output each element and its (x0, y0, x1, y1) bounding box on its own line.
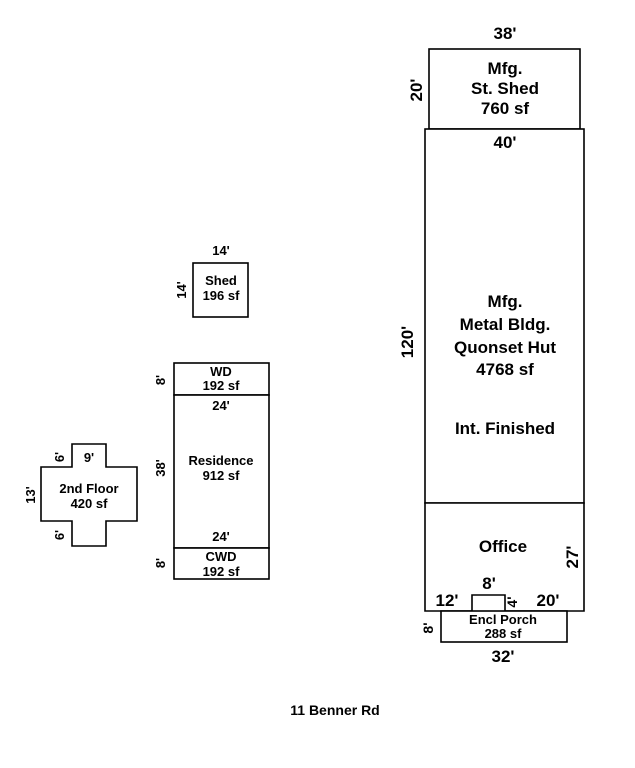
cwd-area: 192 sf (203, 564, 241, 579)
porch-area: 288 sf (485, 626, 523, 641)
shed-depth-label: 14' (174, 281, 189, 299)
quonset-note: Int. Finished (455, 419, 555, 438)
residence-top-width-label: 24' (212, 398, 230, 413)
residence-outline (173, 394, 270, 549)
quonset-width-label: 40' (494, 133, 517, 152)
second-floor-outline (40, 443, 138, 547)
cwd-depth-label: 8' (153, 558, 168, 568)
st-shed-width-label: 38' (494, 24, 517, 43)
second-floor-top-depth-label: 6' (52, 452, 67, 462)
shed-area: 196 sf (203, 288, 241, 303)
shed-outline (192, 262, 249, 318)
st-shed-area: 760 sf (481, 99, 530, 118)
wd-name: WD (210, 364, 232, 379)
second-floor-top-width-label: 9' (84, 450, 94, 465)
residence-depth-label: 38' (153, 459, 168, 477)
st-shed-outline (428, 48, 581, 130)
porch-depth-label: 8' (420, 622, 436, 633)
cwd-name: CWD (205, 549, 236, 564)
office-depth-label: 27' (563, 546, 582, 569)
residence-bottom-width-label: 24' (212, 529, 230, 544)
office-notch-width-label: 8' (482, 574, 496, 593)
quonset-outline (424, 128, 585, 504)
porch-outline (440, 610, 568, 643)
wd-area: 192 sf (203, 378, 241, 393)
office-left-width-label: 12' (436, 591, 459, 610)
property-address: 11 Benner Rd (290, 702, 379, 718)
st-shed-depth-label: 20' (407, 79, 426, 102)
office-right-width-label: 20' (537, 591, 560, 610)
residence-name: Residence (188, 453, 253, 468)
second-floor-bottom-depth-label: 6' (52, 530, 67, 540)
office-name: Office (479, 537, 527, 556)
shed-name: Shed (205, 273, 237, 288)
second-floor-height-label: 13' (23, 486, 38, 504)
quonset-line2: Metal Bldg. (460, 315, 551, 334)
quonset-line1: Mfg. (488, 292, 523, 311)
shed-width-label: 14' (212, 243, 230, 258)
second-floor-area: 420 sf (71, 496, 109, 511)
porch-width-label: 32' (492, 647, 515, 666)
st-shed-line1: Mfg. (488, 59, 523, 78)
wd-depth-label: 8' (153, 375, 168, 385)
residence-area: 912 sf (203, 468, 241, 483)
cwd-outline (173, 547, 270, 580)
office-notch-depth-label: 4' (504, 596, 520, 607)
quonset-line3: Quonset Hut (454, 338, 556, 357)
porch-name: Encl Porch (469, 612, 537, 627)
quonset-area: 4768 sf (476, 360, 534, 379)
st-shed-line2: St. Shed (471, 79, 539, 98)
quonset-depth-label: 120' (398, 326, 417, 358)
second-floor-name: 2nd Floor (59, 481, 118, 496)
